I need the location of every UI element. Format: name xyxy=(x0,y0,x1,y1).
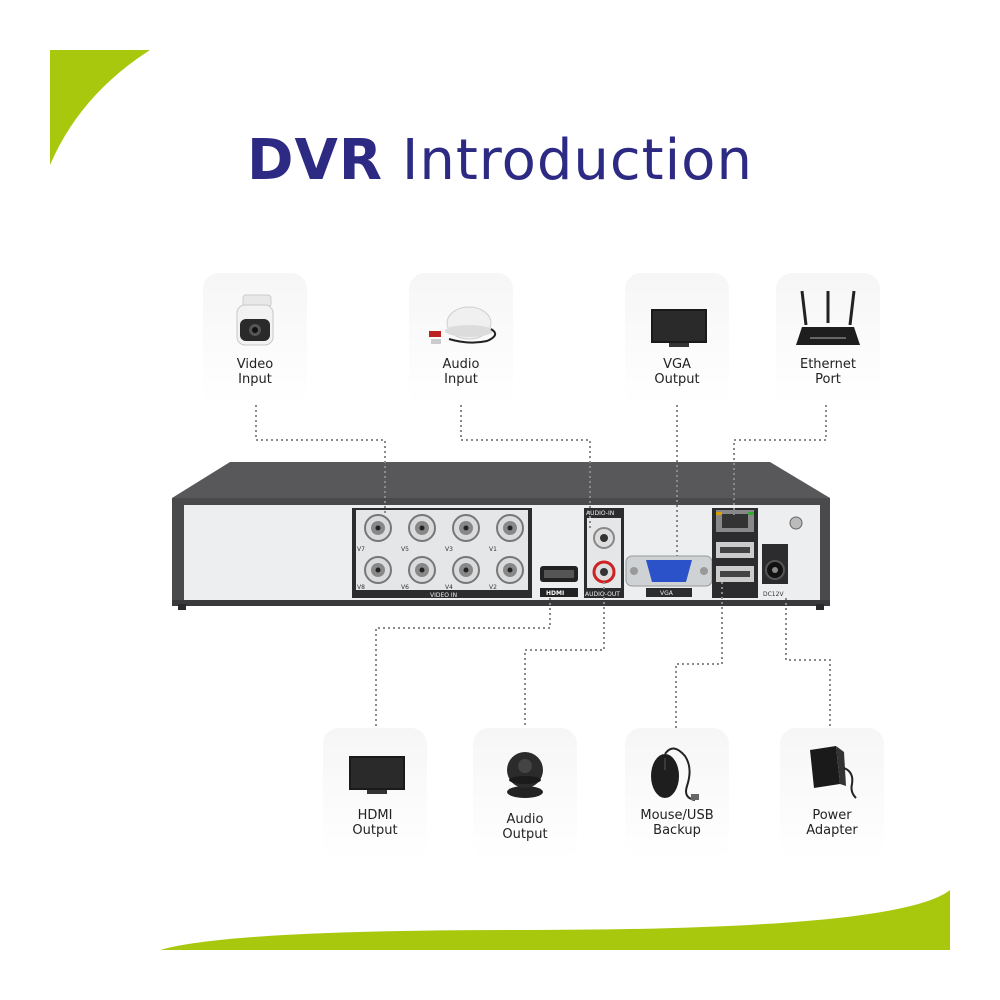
monitor-icon xyxy=(651,309,707,347)
connector-video-input xyxy=(255,405,386,515)
connector-ethernet xyxy=(733,405,827,515)
mouse-icon xyxy=(651,747,699,801)
ch-label-v5: V5 xyxy=(401,546,409,553)
dvr-top-face xyxy=(172,462,830,498)
monitor-icon xyxy=(349,756,405,794)
audio-in-label: AUDIO-IN xyxy=(586,510,614,517)
ch-label-v8: V8 xyxy=(357,584,365,591)
ch-label-v7: V7 xyxy=(357,546,365,553)
microphone-icon xyxy=(429,306,497,344)
title-light: Introduction xyxy=(401,128,753,193)
connector-hdmi xyxy=(375,598,551,728)
vga-label: VGA xyxy=(660,590,674,597)
ch-label-v2: V2 xyxy=(489,584,497,591)
top-left-accent xyxy=(50,50,150,165)
bottom-accent xyxy=(160,890,950,950)
audio-out-label: AUDIO-OUT xyxy=(585,591,620,598)
hdmi-label: HDMI xyxy=(546,590,564,597)
title-bold: DVR xyxy=(247,128,383,193)
router-icon xyxy=(796,290,860,345)
ch-label-v6: V6 xyxy=(401,584,409,591)
video-in-label: VIDEO IN xyxy=(430,592,457,599)
dc-label: DC12V xyxy=(763,591,784,598)
camera-icon xyxy=(236,294,274,346)
connector-power xyxy=(785,598,831,728)
connector-usb xyxy=(675,582,723,728)
ch-label-v4: V4 xyxy=(445,584,453,591)
speaker-icon xyxy=(507,752,543,798)
connector-lines xyxy=(255,405,831,728)
connector-audio-output xyxy=(524,582,605,728)
page-title: DVR Introduction xyxy=(0,128,1000,193)
ground-screw xyxy=(789,516,803,530)
bnc-connectors xyxy=(364,514,524,584)
power-adapter-icon xyxy=(810,746,857,799)
ch-label-v1: V1 xyxy=(489,546,497,553)
ch-label-v3: V3 xyxy=(445,546,453,553)
